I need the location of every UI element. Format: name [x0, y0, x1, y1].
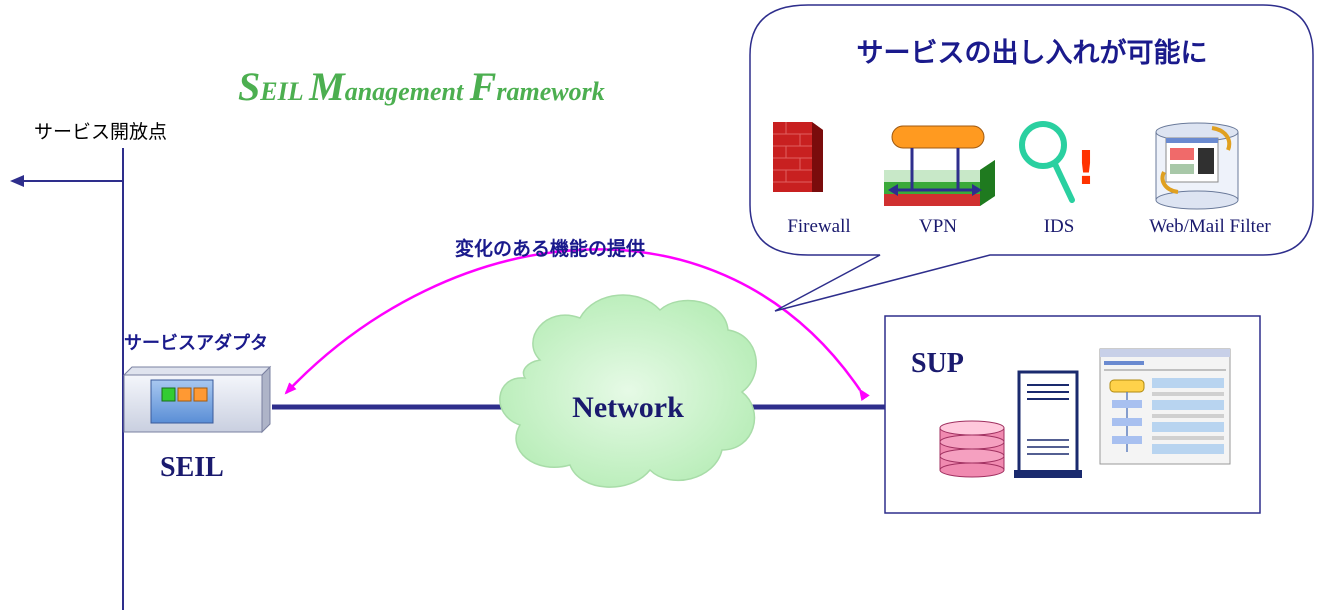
server-icon — [1014, 370, 1082, 478]
web-mail-filter-icon — [1155, 122, 1239, 210]
ids-alert-mark: ! — [1076, 141, 1097, 195]
service-open-point-line — [10, 148, 124, 610]
service-label-firewall: Firewall — [787, 216, 850, 237]
service-label-vpn: VPN — [919, 216, 957, 237]
network-label: Network — [572, 391, 684, 424]
open-point-label: サービス開放点 — [34, 121, 167, 143]
vpn-icon — [884, 125, 995, 206]
firewall-icon — [773, 122, 823, 192]
framework-title: SEIL Management Framework — [238, 64, 605, 109]
sup-label: SUP — [911, 348, 964, 379]
service-label-web-mail-filter: Web/Mail Filter — [1149, 216, 1271, 237]
service-label-ids: IDS — [1044, 216, 1075, 237]
arc-label: 変化のある機能の提供 — [455, 237, 645, 260]
database-icon — [939, 420, 1005, 478]
adapter-label: サービスアダプタ — [124, 332, 268, 354]
service-delivery-arc — [284, 248, 870, 402]
callout-title: サービスの出し入れが可能に — [857, 37, 1208, 69]
ids-icon — [1019, 121, 1075, 203]
seil-label: SEIL — [160, 452, 224, 483]
seil-device-icon — [122, 365, 272, 434]
management-ui-screenshot — [1099, 348, 1231, 465]
